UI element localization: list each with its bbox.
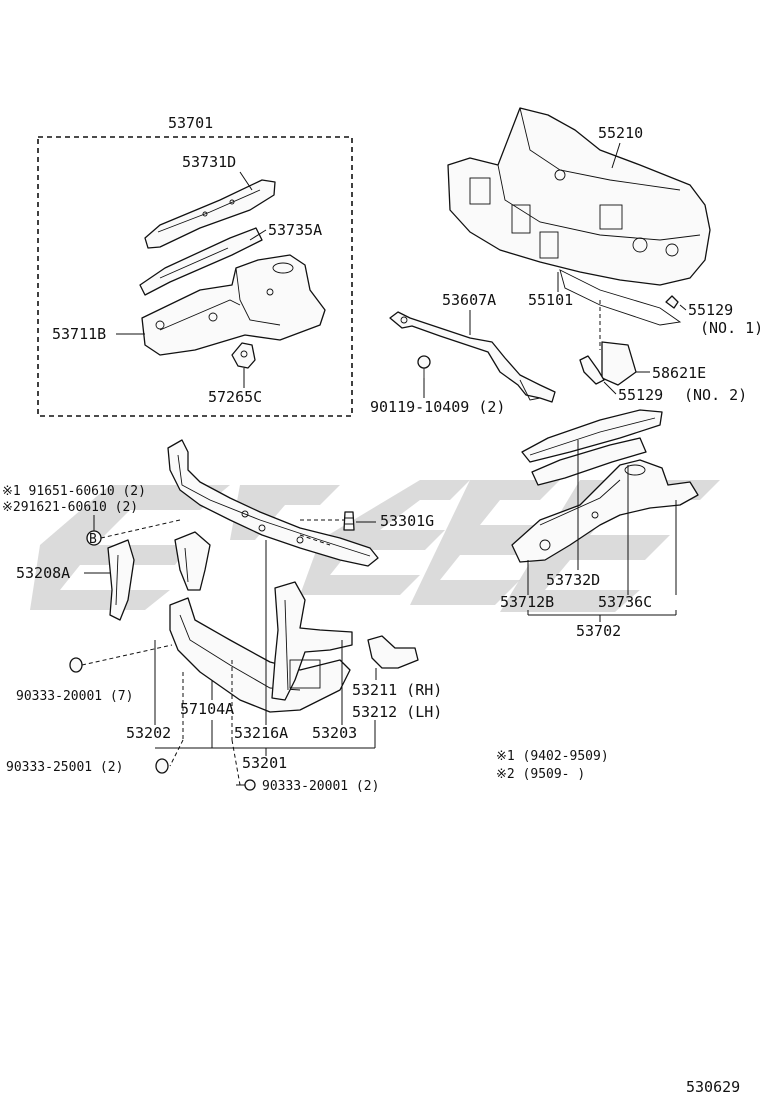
group-box-53701: [37, 136, 353, 417]
label-53211: 53211 (RH): [352, 681, 442, 699]
label-53731D: 53731D: [182, 153, 236, 171]
label-53201: 53201: [242, 754, 287, 772]
label-no2: (NO. 2): [684, 386, 747, 404]
label-53203: 53203: [312, 724, 357, 742]
part-90333-20001-7-clip: [69, 657, 83, 673]
part-57265C: [231, 342, 256, 369]
part-53201-lower-support: [169, 597, 351, 713]
label-53711B: 53711B: [52, 325, 106, 343]
part-53736C: [531, 437, 647, 486]
label-no1: (NO. 1): [700, 319, 760, 337]
label-57104A: 57104A: [180, 700, 234, 718]
part-53731D: [144, 179, 276, 249]
label-53701: 53701: [168, 114, 213, 132]
label-55129-no1: 55129: [688, 301, 733, 319]
label-53702: 53702: [576, 622, 621, 640]
label-57265C: 57265C: [208, 388, 262, 406]
part-53711B: [141, 254, 326, 356]
label-53301G: 53301G: [380, 512, 434, 530]
part-53301G-bolt: [343, 511, 355, 531]
part-53211-bracket: [367, 635, 419, 669]
label-90333-25001: 90333-25001 (2): [6, 760, 123, 775]
label-55210: 55210: [598, 124, 643, 142]
figure-code: 530629: [686, 1078, 740, 1096]
label-note2-range: ※2 (9509- ): [496, 767, 585, 782]
part-55129-no2-clip: [579, 355, 605, 385]
label-circle-b: B: [89, 532, 97, 547]
label-53736C: 53736C: [598, 593, 652, 611]
part-90333-20001-2-clip: [244, 779, 256, 791]
label-58621E: 58621E: [652, 364, 706, 382]
label-90119: 90119-10409 (2): [370, 398, 505, 416]
label-53216A: 53216A: [234, 724, 288, 742]
part-53202-side-left: [174, 531, 211, 591]
label-90333-20001-2: 90333-20001 (2): [262, 779, 379, 794]
label-53732D: 53732D: [546, 571, 600, 589]
label-note1-part: ※1 91651-60610 (2): [2, 484, 146, 499]
part-55129-no1-clip: [665, 295, 679, 309]
part-53208A-bracket: [107, 539, 135, 621]
label-53735A: 53735A: [268, 221, 322, 239]
label-53202: 53202: [126, 724, 171, 742]
label-53208A: 53208A: [16, 564, 70, 582]
label-53212: 53212 (LH): [352, 703, 442, 721]
label-90333-20001-7: 90333-20001 (7): [16, 689, 133, 704]
part-53712B: [511, 459, 699, 563]
part-53607A-rod: [389, 311, 556, 403]
label-53712B: 53712B: [500, 593, 554, 611]
part-53216A-upper-support: [167, 439, 379, 567]
label-53607A: 53607A: [442, 291, 496, 309]
part-90333-25001-clip: [155, 758, 169, 774]
label-note1-range: ※1 (9402-9509): [496, 749, 609, 764]
part-53735A: [139, 227, 263, 296]
part-58621E: [601, 341, 637, 386]
label-55129-no2: 55129: [618, 386, 663, 404]
part-53203-side-right: [271, 581, 353, 701]
label-note2-part: ※291621-60610 (2): [2, 500, 138, 515]
part-53732D: [521, 409, 663, 463]
label-55101: 55101: [528, 291, 573, 309]
part-55210-dash-panel: [447, 107, 711, 326]
part-90119-bolt: [417, 355, 431, 378]
